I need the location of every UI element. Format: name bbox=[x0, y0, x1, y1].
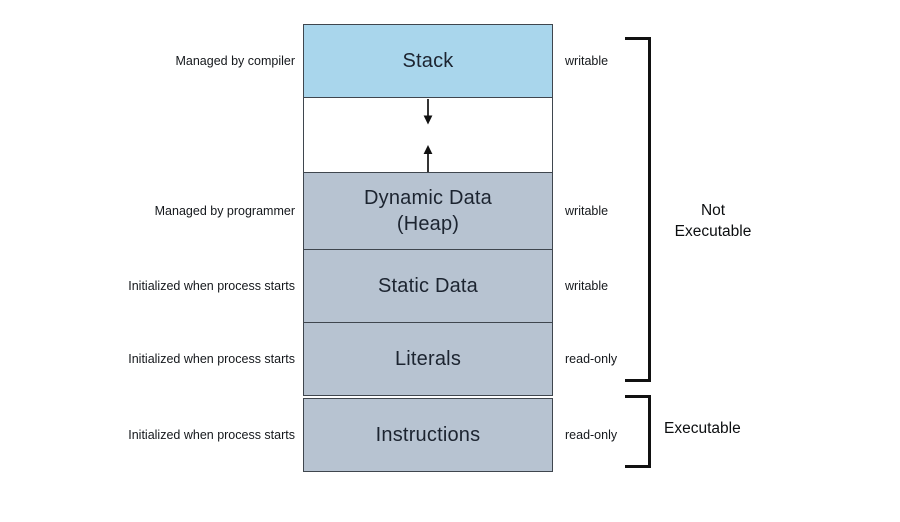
group-label-not-executable: Not Executable bbox=[674, 202, 752, 240]
segment-literals-label: Literals bbox=[394, 348, 462, 370]
up-arrow-icon bbox=[423, 145, 433, 172]
group-label-executable: Executable bbox=[664, 420, 741, 437]
down-arrow-icon bbox=[423, 99, 433, 125]
segment-heap-label: Dynamic Data (Heap) bbox=[364, 187, 492, 235]
note-readonly-literals: read-only bbox=[565, 352, 618, 366]
note-writable-static: writable bbox=[565, 279, 609, 293]
note-writable-stack: writable bbox=[565, 54, 609, 68]
note-managed-by-programmer: Managed by programmer bbox=[154, 204, 295, 218]
note-readonly-instructions: read-only bbox=[565, 428, 618, 442]
note-initialized-literals: Initialized when process starts bbox=[128, 352, 295, 366]
bracket-not-executable bbox=[625, 37, 651, 382]
segment-static-data-label: Static Data bbox=[377, 275, 479, 297]
segment-stack: Stack bbox=[303, 24, 553, 98]
segment-instructions: Instructions bbox=[303, 398, 553, 472]
stack-heap-gap bbox=[303, 97, 553, 173]
growth-arrows bbox=[423, 99, 433, 172]
segment-heap: Dynamic Data (Heap) bbox=[303, 172, 553, 250]
segment-instructions-label: Instructions bbox=[375, 424, 481, 446]
note-initialized-instructions: Initialized when process starts bbox=[128, 428, 295, 442]
note-writable-heap: writable bbox=[565, 204, 609, 218]
note-managed-by-compiler: Managed by compiler bbox=[175, 54, 295, 68]
note-initialized-static: Initialized when process starts bbox=[128, 279, 295, 293]
segment-stack-label: Stack bbox=[402, 50, 454, 72]
segment-static-data: Static Data bbox=[303, 249, 553, 323]
segment-literals: Literals bbox=[303, 322, 553, 396]
bracket-executable bbox=[625, 395, 651, 468]
